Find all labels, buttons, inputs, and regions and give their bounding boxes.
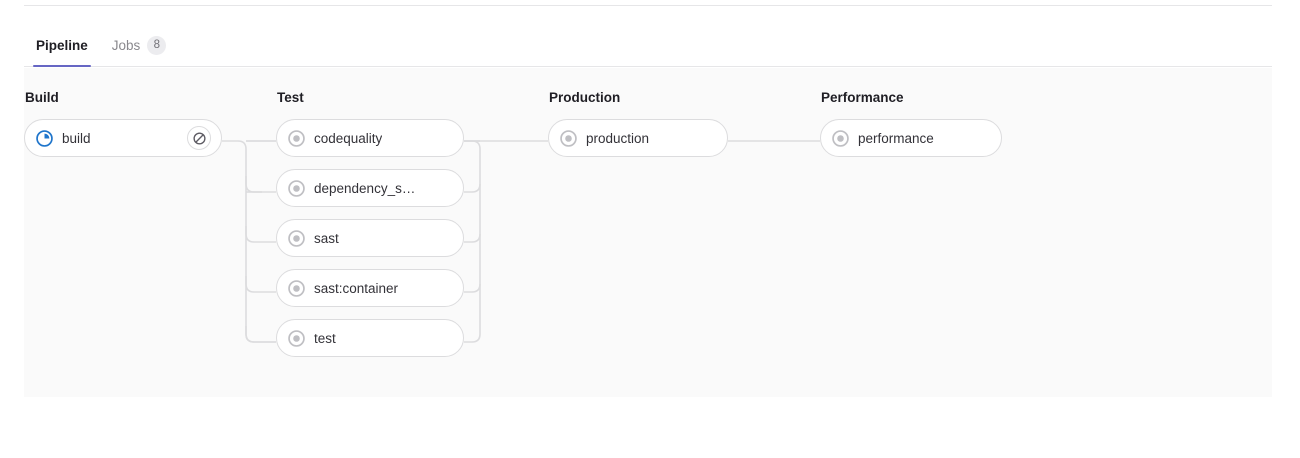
job-list-production: production xyxy=(548,119,728,157)
stage-columns: Build build Test codequality dependency_s…sa… xyxy=(24,68,1272,397)
job-label: performance xyxy=(858,130,934,146)
stage-title-performance: Performance xyxy=(821,90,904,105)
tab-list: Pipeline Jobs 8 xyxy=(24,24,178,67)
job-label: production xyxy=(586,130,650,146)
job-cancel-button[interactable] xyxy=(187,126,211,150)
stage-column-build: Build build xyxy=(24,68,222,157)
stage-title-test: Test xyxy=(277,90,304,105)
job-pill-dependency-s-[interactable]: dependency_s… xyxy=(276,169,464,207)
cancel-icon xyxy=(192,131,206,145)
tab-pipeline[interactable]: Pipeline xyxy=(24,24,100,67)
stage-title-production: Production xyxy=(549,90,621,105)
job-label: codequality xyxy=(314,130,383,146)
job-pill-test[interactable]: test xyxy=(276,319,464,357)
page-top-divider xyxy=(24,5,1272,6)
stage-column-performance: Performance performance xyxy=(820,68,1002,157)
status-created-icon xyxy=(832,129,849,147)
job-pill-sast-container[interactable]: sast:container xyxy=(276,269,464,307)
job-pill-codequality[interactable]: codequality xyxy=(276,119,464,157)
job-pill-production[interactable]: production xyxy=(548,119,728,157)
status-created-icon xyxy=(288,129,305,147)
stage-title-build: Build xyxy=(25,90,59,105)
job-list-performance: performance xyxy=(820,119,1002,157)
tab-label: Pipeline xyxy=(36,38,88,53)
tab-label: Jobs xyxy=(111,38,141,53)
tab-badge-count: 8 xyxy=(147,36,167,55)
tab-jobs[interactable]: Jobs 8 xyxy=(100,24,179,67)
status-created-icon xyxy=(560,129,577,147)
status-created-icon xyxy=(288,279,305,297)
status-created-icon xyxy=(288,329,305,347)
job-label: test xyxy=(314,330,336,346)
tab-bar: Pipeline Jobs 8 xyxy=(24,24,1272,67)
job-label: dependency_s… xyxy=(314,180,416,196)
pipeline-graph: Build build Test codequality dependency_s…sa… xyxy=(24,68,1272,397)
job-label: sast xyxy=(314,230,339,246)
job-list-build: build xyxy=(24,119,222,157)
job-label: sast:container xyxy=(314,280,399,296)
job-list-test: codequality dependency_s…sast sast:contain… xyxy=(276,119,464,357)
status-created-icon xyxy=(288,229,305,247)
stage-column-test: Test codequality dependency_s…sast sast:con… xyxy=(276,68,464,357)
status-created-icon xyxy=(288,179,305,197)
job-label: build xyxy=(62,130,91,146)
status-running-icon xyxy=(36,129,53,147)
stage-column-production: Production production xyxy=(548,68,728,157)
job-pill-sast[interactable]: sast xyxy=(276,219,464,257)
job-pill-performance[interactable]: performance xyxy=(820,119,1002,157)
job-pill-build[interactable]: build xyxy=(24,119,222,157)
